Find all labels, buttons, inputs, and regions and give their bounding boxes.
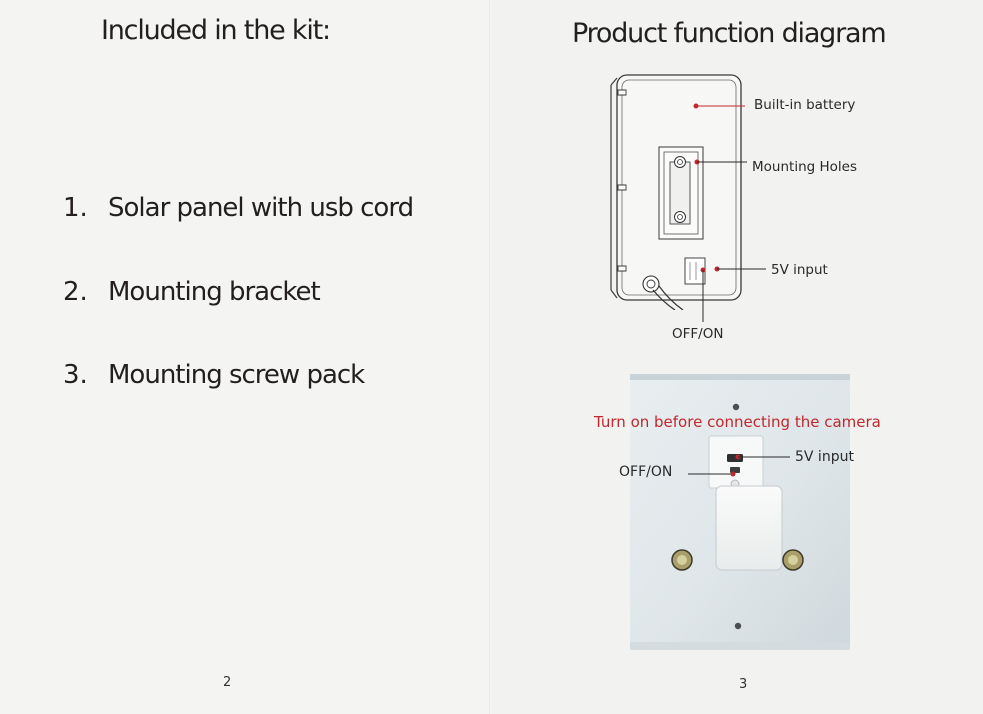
diagram-title: Product function diagram: [572, 18, 887, 49]
switch-leader: [700, 267, 706, 322]
photo-switch-label: OFF/ON: [619, 464, 673, 480]
device-photo-illustration: [630, 374, 850, 650]
photo-callout-lines: [688, 454, 790, 477]
input-leader: [714, 266, 766, 272]
kit-item-label: Mounting bracket: [108, 277, 321, 307]
right-page: Product function diagram: [491, 0, 983, 714]
kit-item-label: Mounting screw pack: [108, 360, 365, 390]
mounting-holes-leader: [694, 159, 747, 165]
switch-label: OFF/ON: [672, 326, 724, 342]
kit-item-number: 1.: [63, 193, 88, 223]
photo-switch-leader: [688, 471, 736, 477]
battery-label: Built-in battery: [754, 97, 856, 113]
battery-leader: [693, 103, 745, 109]
photo-input-label: 5V input: [795, 449, 854, 465]
kit-item-label: Solar panel with usb cord: [108, 193, 414, 223]
left-page: Included in the kit: 1. Solar panel with…: [0, 0, 491, 714]
kit-item-number: 3.: [63, 360, 88, 390]
callout-lines: [693, 103, 766, 322]
photo-input-leader: [735, 454, 790, 460]
warning-text: Turn on before connecting the camera: [594, 413, 881, 431]
kit-item-number: 2.: [63, 277, 88, 307]
mounting-holes-label: Mounting Holes: [752, 159, 857, 175]
kit-title: Included in the kit:: [101, 15, 331, 46]
page-number: 2: [223, 675, 232, 690]
input-label: 5V input: [771, 262, 828, 278]
page-number: 3: [739, 677, 748, 692]
device-photo: [630, 374, 850, 650]
